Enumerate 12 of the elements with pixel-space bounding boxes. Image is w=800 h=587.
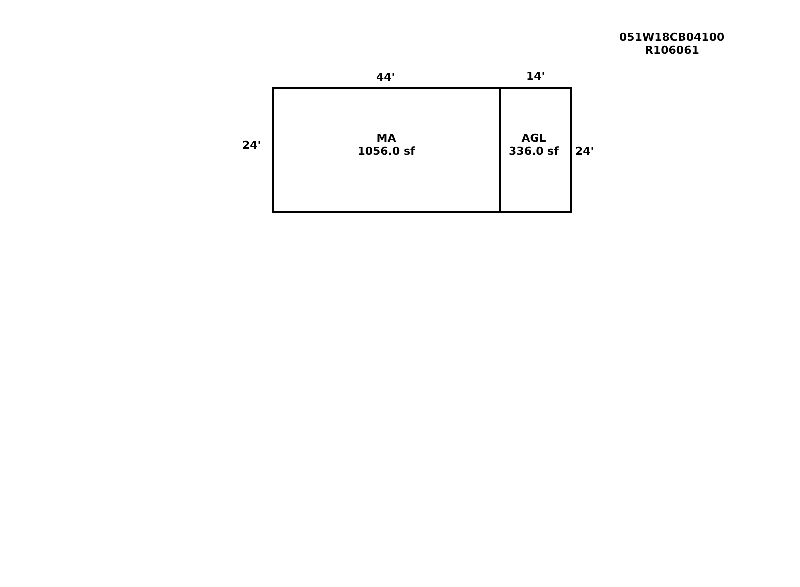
dimension-label: 14' (526, 70, 546, 83)
dimension-label: 24' (242, 139, 262, 152)
area-label: 336.0 sf (509, 145, 559, 158)
room-outline (498, 87, 572, 213)
dimension-label: 44' (376, 71, 396, 84)
room-outline (272, 87, 501, 213)
dimension-label: 24' (576, 145, 594, 158)
room-code: AGL (522, 132, 546, 145)
parcel-number: 051W18CB04100 (620, 31, 725, 44)
room-code: MA (376, 132, 396, 145)
area-label: 1056.0 sf (358, 145, 416, 158)
record-number: R106061 (645, 44, 700, 57)
